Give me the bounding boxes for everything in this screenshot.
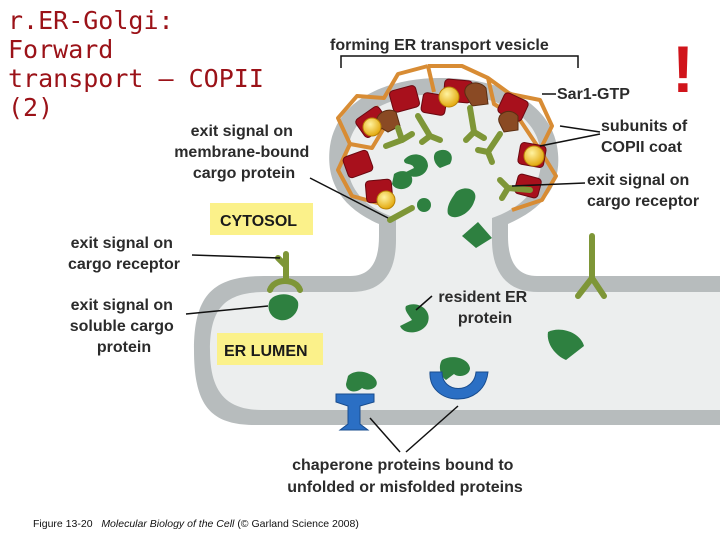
lattice-left xyxy=(336,64,429,207)
cytosol-tag-bg xyxy=(210,203,313,235)
leader-chaperone-2 xyxy=(405,405,459,453)
cargo-receptor-left xyxy=(267,251,303,293)
label-exit-receptor-left-1: exit signal on xyxy=(71,235,173,252)
label-exit-soluble-cargo: exit signal on soluble cargo protein xyxy=(70,297,178,356)
soluble-cargo-bound xyxy=(268,294,299,321)
sar1-gtp xyxy=(523,145,545,167)
misfolded-protein xyxy=(346,371,377,392)
bud-receptor xyxy=(383,125,415,149)
label-sar1-gtp: Sar1-GTP xyxy=(557,86,630,103)
label-membrane-cargo-2: membrane-bound xyxy=(174,144,309,161)
lattice-top-cross xyxy=(426,65,436,93)
title-line-2: Forward xyxy=(8,35,114,64)
leader-resident xyxy=(415,295,433,311)
leader-lines xyxy=(185,55,601,453)
free-receptors xyxy=(267,233,607,299)
bud-receptor xyxy=(497,177,533,201)
label-exit-receptor-right-2: cargo receptor xyxy=(587,193,699,210)
er-lumen-tag-bg xyxy=(217,333,323,365)
exclamation-mark: ! xyxy=(672,32,694,106)
caption-figure-number: Figure 13-20 xyxy=(33,518,93,530)
soluble-cargo xyxy=(392,171,413,190)
soluble-cargo xyxy=(433,149,452,168)
label-resident-2: protein xyxy=(458,310,512,327)
label-resident-er-protein: resident ER protein xyxy=(438,289,531,327)
caption-book-title: Molecular Biology of the Cell xyxy=(101,518,235,530)
label-membrane-cargo-1: exit signal on xyxy=(191,123,293,140)
leader-membrane-cargo xyxy=(309,177,389,219)
resident-er-protein xyxy=(400,304,429,333)
leader-soluble-cargo xyxy=(185,305,269,315)
label-soluble-cargo-2: soluble cargo xyxy=(70,318,174,335)
chaperones xyxy=(335,371,489,431)
leader-copii-2 xyxy=(539,133,601,147)
bud-receptor xyxy=(463,105,487,143)
bud-receptor xyxy=(475,131,503,165)
sar1-gtp-proteins xyxy=(362,86,545,210)
bud-receptors xyxy=(383,105,533,223)
cargo-proteins xyxy=(268,149,584,392)
label-exit-receptor-right: exit signal on cargo receptor xyxy=(587,172,699,210)
vesicle-bracket xyxy=(340,55,579,68)
sar1-gtp xyxy=(438,86,460,108)
label-copii-subunits: subunits of COPII coat xyxy=(601,118,692,156)
label-chaperones-1: chaperone proteins bound to xyxy=(292,457,514,474)
label-soluble-cargo-3: protein xyxy=(97,339,151,356)
soluble-cargo xyxy=(404,154,428,177)
sar1-gtp xyxy=(376,190,396,210)
cytosol-tag: CYTOSOL xyxy=(220,213,297,230)
leader-copii-1 xyxy=(559,125,601,133)
lattice-right xyxy=(428,64,558,212)
er-lumen-fill xyxy=(210,94,720,410)
soluble-cargo xyxy=(462,222,492,248)
cargo-receptor-right xyxy=(575,233,607,299)
leader-receptor-right xyxy=(511,182,586,187)
title-line-3: transport – COPII xyxy=(8,64,264,93)
bud-receptor xyxy=(415,113,443,145)
label-chaperones: chaperone proteins bound to unfolded or … xyxy=(287,457,523,496)
figure-caption: Figure 13-20 Molecular Biology of the Ce… xyxy=(33,518,359,530)
label-exit-receptor-right-1: exit signal on xyxy=(587,172,689,189)
slide-title: r.ER-Golgi: Forward transport – COPII (2… xyxy=(8,6,264,122)
membrane-cargo-exit-signal xyxy=(417,198,431,212)
er-lumen-tag: ER LUMEN xyxy=(224,343,308,360)
caption-copyright: (© Garland Science 2008) xyxy=(237,518,359,530)
leader-chaperone-1 xyxy=(369,417,401,453)
label-chaperones-2: unfolded or misfolded proteins xyxy=(287,479,523,496)
soluble-cargo xyxy=(447,188,476,218)
label-exit-receptor-left: exit signal on cargo receptor xyxy=(68,235,180,273)
label-exit-membrane-cargo: exit signal on membrane-bound cargo prot… xyxy=(174,123,314,182)
chaperone-calnexin xyxy=(429,371,489,400)
title-line-1: r.ER-Golgi: xyxy=(8,6,174,35)
copii-brown-subunits xyxy=(376,82,519,133)
label-exit-receptor-left-2: cargo receptor xyxy=(68,256,180,273)
leader-receptor-left xyxy=(191,254,281,259)
sar1-gtp xyxy=(362,117,382,137)
resident-er-protein xyxy=(547,329,584,360)
copii-adaptor xyxy=(498,111,519,133)
label-membrane-cargo-3: cargo protein xyxy=(193,165,295,182)
misfolded-protein xyxy=(439,357,470,380)
label-soluble-cargo-1: exit signal on xyxy=(71,297,173,314)
chaperone-bip xyxy=(335,393,375,431)
copii-subunit xyxy=(342,149,374,179)
copii-adaptor xyxy=(464,82,489,107)
label-resident-1: resident ER xyxy=(438,289,527,306)
title-line-4: (2) xyxy=(8,93,54,122)
label-forming-vesicle: forming ER transport vesicle xyxy=(330,37,549,54)
copii-subunit xyxy=(388,85,420,113)
er-membrane xyxy=(194,78,720,425)
membrane-cargo-stalk xyxy=(387,205,415,223)
label-copii-line-2: COPII coat xyxy=(601,139,683,156)
label-copii-line-1: subunits of xyxy=(601,118,688,135)
